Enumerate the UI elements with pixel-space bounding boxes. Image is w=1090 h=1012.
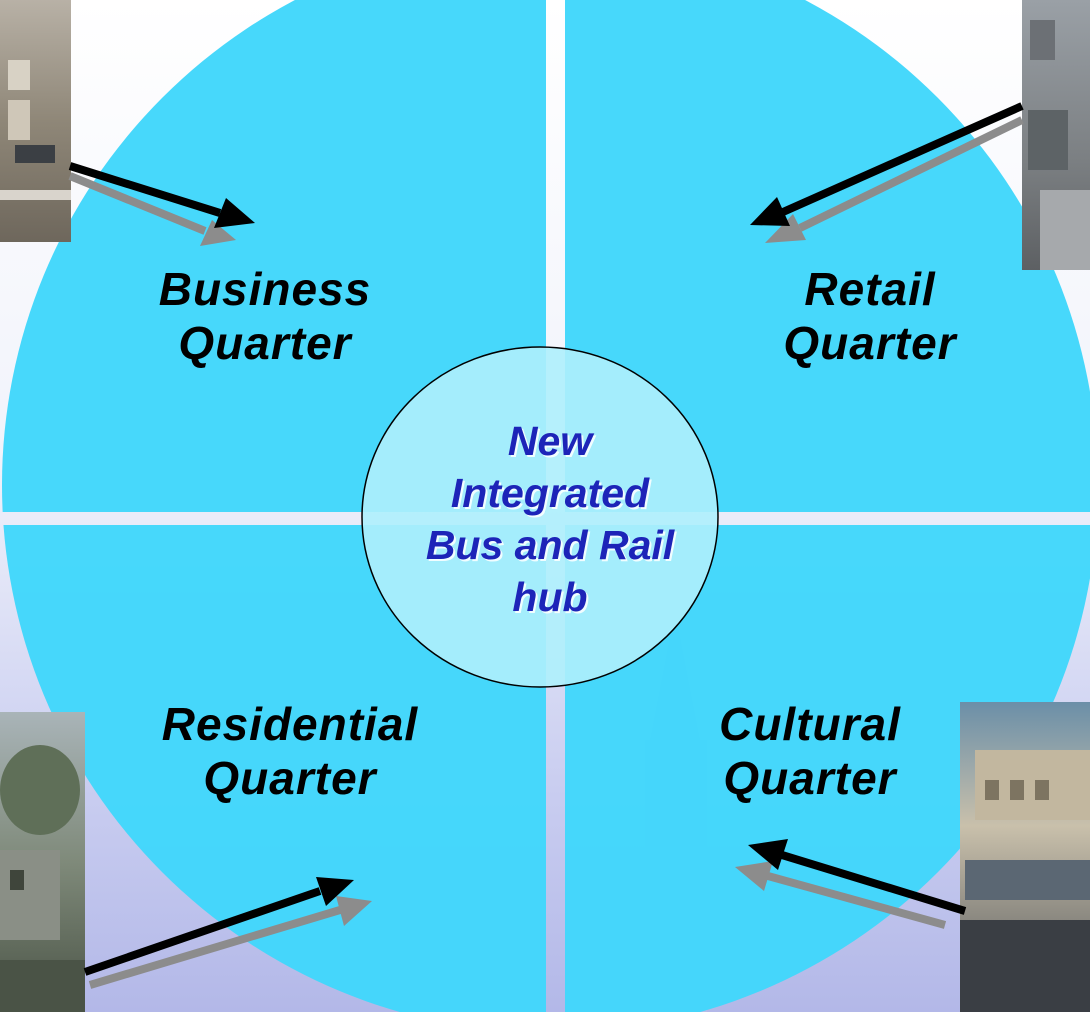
hub-label: New Integrated Bus and Rail hub — [375, 415, 725, 623]
retail-label-line2: Quarter — [783, 317, 957, 369]
hub-label-line2: Integrated — [450, 470, 650, 516]
retail-quarter-label: Retail Quarter — [720, 262, 1020, 370]
retail-label-line1: Retail — [804, 263, 936, 315]
cultural-label-line1: Cultural — [719, 698, 901, 750]
residential-quarter-label: Residential Quarter — [120, 697, 460, 805]
arrow-business — [68, 162, 255, 246]
retail-photo — [1022, 0, 1090, 270]
cultural-label-line2: Quarter — [723, 752, 897, 804]
business-label-line2: Quarter — [178, 317, 352, 369]
business-photo — [0, 0, 71, 242]
business-quarter-label: Business Quarter — [115, 262, 415, 370]
hub-label-line3: Bus and Rail — [425, 522, 675, 568]
business-label-line1: Business — [158, 263, 372, 315]
arrow-residential — [83, 877, 372, 989]
cultural-quarter-label: Cultural Quarter — [660, 697, 960, 805]
hub-label-line1: New — [507, 418, 593, 464]
arrow-cultural — [735, 839, 967, 929]
hub-label-line4: hub — [512, 574, 588, 620]
arrow-retail — [750, 102, 1024, 243]
residential-label-line1: Residential — [161, 698, 419, 750]
hub-circle-shape — [361, 346, 719, 688]
residential-label-line2: Quarter — [203, 752, 377, 804]
residential-photo — [0, 712, 85, 1012]
cultural-photo — [960, 702, 1090, 1012]
